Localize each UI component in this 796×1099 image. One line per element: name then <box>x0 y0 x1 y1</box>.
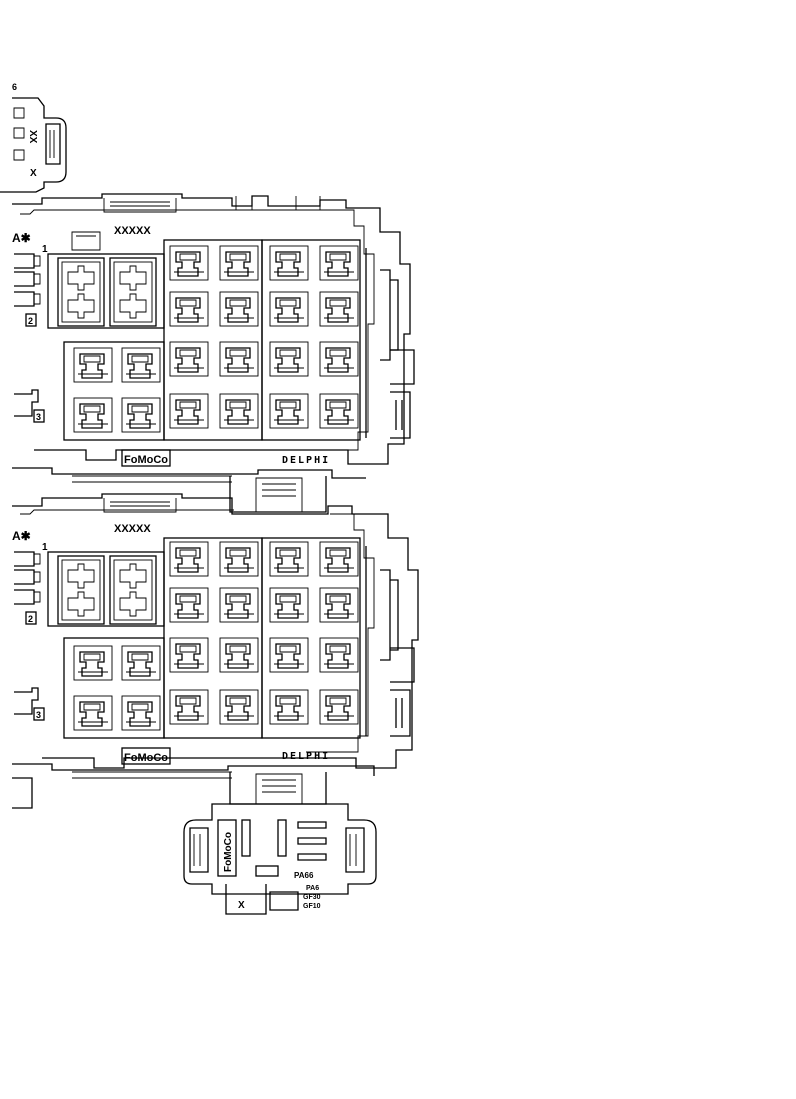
top-corner-mark: A✱ <box>12 231 31 245</box>
middle-joint <box>229 476 327 513</box>
bottom-brand-label: FoMoCo <box>124 752 168 764</box>
top-part-mark: XXXXX <box>114 225 151 237</box>
bottom-fuse-block: XXXXX A✱ 1 2 3 FoMoCo DEL <box>12 493 419 809</box>
top-maker-label: DELPHI <box>282 455 330 466</box>
top-pin-one: 1 <box>42 244 48 255</box>
left-connector-mark: XX <box>27 130 38 144</box>
bottom-pin-three: 3 <box>36 710 41 720</box>
bottom-maker-label: DELPHI <box>282 751 330 762</box>
top-brand-label: FoMoCo <box>124 454 168 466</box>
bottom-part-mark: XXXXX <box>114 523 151 535</box>
bottom-connector-spec-3: GF10 <box>303 903 321 910</box>
bottom-connector: FoMoCo PA66 X PA6 GF30 GF10 <box>183 772 377 915</box>
bottom-connector-brand: FoMoCo <box>223 832 234 872</box>
left-connector: XX X 6 <box>0 82 67 193</box>
bottom-connector-material: PA66 <box>294 871 314 880</box>
bottom-pin-one: 1 <box>42 542 48 553</box>
top-pin-two: 2 <box>28 316 33 326</box>
bottom-pin-two: 2 <box>28 614 33 624</box>
top-pin-three: 3 <box>36 412 41 422</box>
bottom-connector-mark: X <box>238 900 245 911</box>
left-connector-fragment: 6 <box>12 82 17 92</box>
bottom-connector-spec-2: GF30 <box>303 894 321 901</box>
top-fuse-block: XXXXX A✱ 1 2 3 <box>12 193 415 483</box>
bottom-corner-mark: A✱ <box>12 529 31 543</box>
bottom-connector-spec-1: PA6 <box>306 885 319 892</box>
left-connector-sub-mark: X <box>30 168 37 179</box>
